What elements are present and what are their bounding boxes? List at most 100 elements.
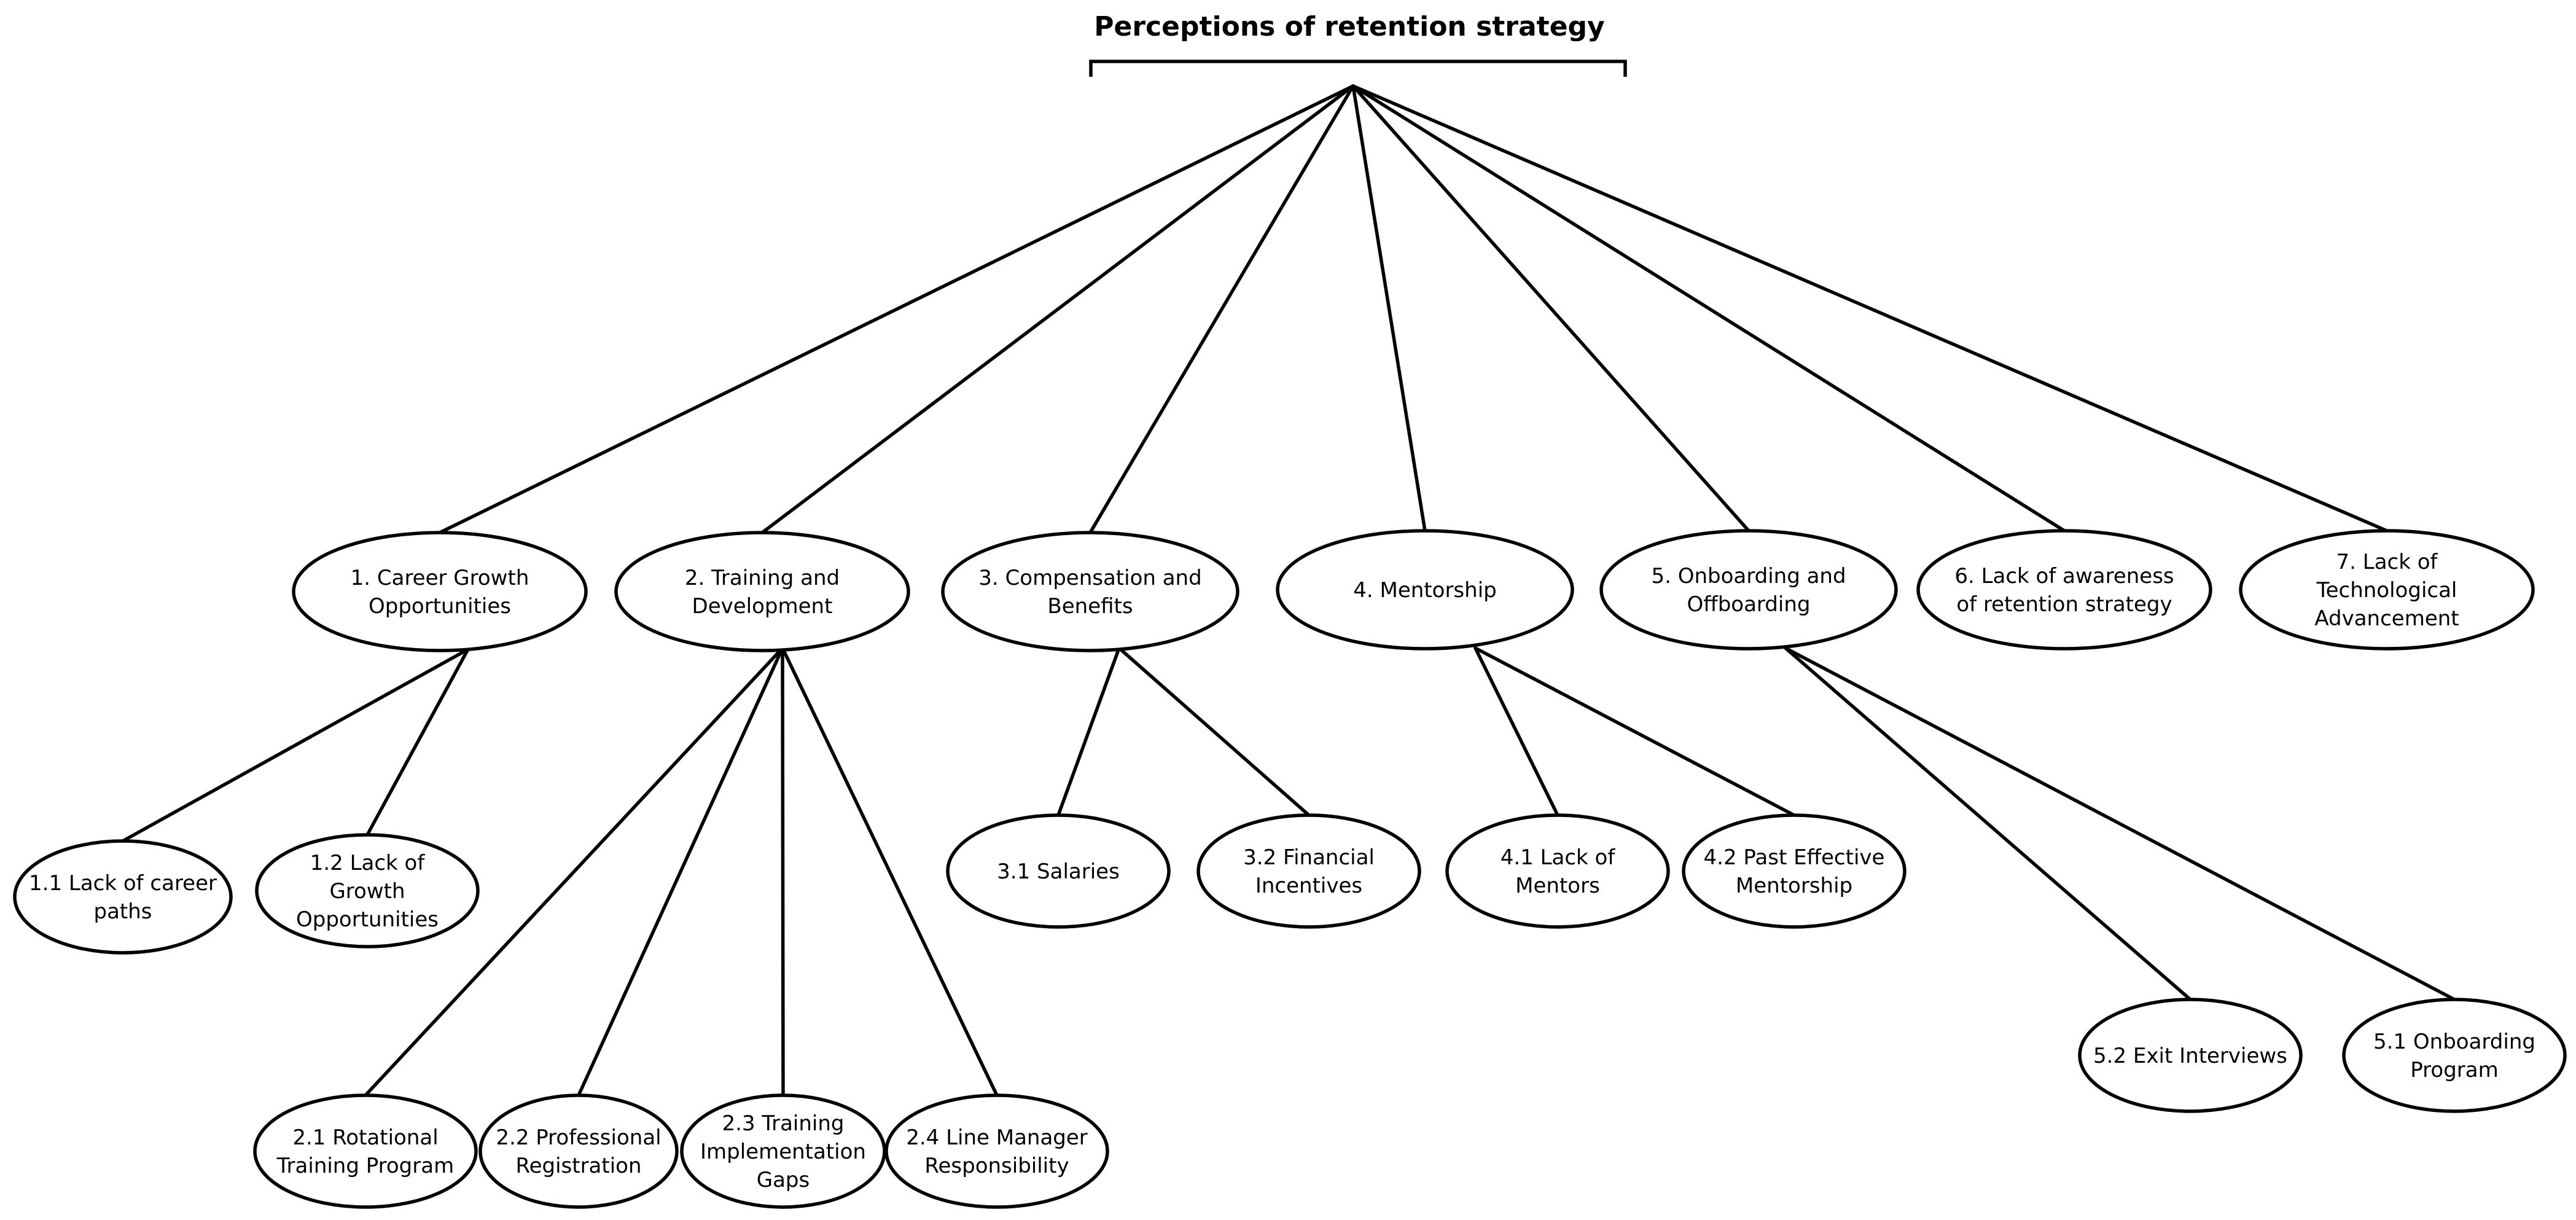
edge-t5-to-s5_1 <box>1784 646 2456 1001</box>
theme-label-line: Advancement <box>2314 606 2459 631</box>
theme-ellipse <box>292 531 588 652</box>
diagram-edges <box>121 84 2456 1097</box>
subtheme-ellipse <box>2078 998 2303 1113</box>
subtheme-label-line: Opportunities <box>296 907 439 932</box>
theme-label-line: 1. Career Growth <box>351 566 529 590</box>
theme-ellipse <box>614 531 910 652</box>
subtheme-ellipse <box>946 813 1171 929</box>
edge-root-to-t3 <box>1088 84 1355 534</box>
subtheme-ellipse <box>680 1093 886 1209</box>
subtheme-ellipse <box>884 1093 1109 1209</box>
edge-t1-to-s1_2 <box>365 647 470 837</box>
subtheme-label-line: 3.2 Financial <box>1243 845 1375 870</box>
theme-label-line: Development <box>692 594 833 619</box>
edge-t1-to-s1_1 <box>121 647 470 843</box>
theme-label-line: Opportunities <box>369 594 511 619</box>
edge-root-to-t7 <box>1351 84 2389 533</box>
edge-t2-to-s2_4 <box>781 646 999 1097</box>
subtheme-label-line: Responsibility <box>924 1154 1069 1178</box>
subtheme-label-line: 2.2 Professional <box>496 1125 661 1150</box>
theme-ellipse <box>1276 529 1574 651</box>
edge-root-to-t2 <box>760 84 1355 534</box>
subtheme-label-line: Training Program <box>276 1154 454 1178</box>
subtheme-label-line: Program <box>2410 1058 2498 1082</box>
subtheme-label-line: 4.2 Past Effective <box>1704 845 1885 870</box>
diagram-title: Perceptions of retention strategy <box>1094 11 1604 42</box>
edge-t3-to-s3_1 <box>1056 646 1121 817</box>
subtheme-label-line: Mentorship <box>1736 874 1852 898</box>
subtheme-label-line: 4.1 Lack of <box>1501 845 1616 870</box>
subtheme-ellipse <box>1445 813 1670 929</box>
subtheme-ellipse <box>1682 813 1907 929</box>
theme-label-line: Benefits <box>1047 594 1133 619</box>
subtheme-label-line: 5.1 Onboarding <box>2373 1030 2535 1054</box>
edge-t4-to-s4_2 <box>1473 646 1796 817</box>
subtheme-label-line: 2.4 Line Manager <box>906 1125 1088 1150</box>
theme-label-line: 5. Onboarding and <box>1651 564 1846 588</box>
subtheme-label-line: Growth <box>329 879 405 904</box>
edge-root-to-t4 <box>1351 84 1427 533</box>
subtheme-label-line: 1.1 Lack of career <box>29 871 217 896</box>
subtheme-label-line: Implementation <box>700 1140 866 1164</box>
theme-label-line: 7. Lack of <box>2336 550 2438 574</box>
edge-root-to-t1 <box>438 84 1355 534</box>
theme-label-line: 2. Training and <box>685 566 840 590</box>
subtheme-ellipse <box>253 1093 478 1209</box>
theme-label-line: of retention strategy <box>1956 592 2172 617</box>
edge-root-to-t5 <box>1351 84 1751 533</box>
theme-node-t6: 6. Lack of awareness of retention strateg… <box>1916 529 2212 651</box>
subtheme-ellipse <box>478 1093 679 1209</box>
edge-t4-to-s4_1 <box>1473 646 1559 817</box>
theme-label-line: 6. Lack of awareness <box>1954 564 2174 588</box>
edge-t2-to-s2_2 <box>577 646 784 1097</box>
theme-label-line: Offboarding <box>1687 592 1811 617</box>
subtheme-ellipse <box>2342 998 2567 1113</box>
edge-root-to-t6 <box>1351 84 2066 533</box>
edge-t2-to-s2_1 <box>364 646 784 1097</box>
subtheme-label-line: Registration <box>515 1154 641 1178</box>
subtheme-label-line: Mentors <box>1515 874 1600 898</box>
theme-label-line: 3. Compensation and <box>978 566 1201 590</box>
subtheme-label-line: Incentives <box>1255 874 1362 898</box>
subtheme-label-line: Gaps <box>757 1168 810 1192</box>
subtheme-node-s4_1: 4.1 Lack of Mentors <box>1445 813 1670 929</box>
title-bracket <box>1089 60 1627 77</box>
edge-t5-to-s5_2 <box>1784 646 2192 1001</box>
subtheme-label-line: 2.1 Rotational <box>292 1125 438 1150</box>
edge-t3-to-s3_2 <box>1117 646 1311 817</box>
theme-label-line: Technological <box>2316 578 2457 603</box>
theme-ellipse <box>1916 529 2212 651</box>
theme-ellipse <box>941 531 1239 652</box>
subtheme-node-s1_1: 1.1 Lack of career paths <box>13 839 233 955</box>
theme-node-t4: 4. Mentorship <box>1276 529 1574 651</box>
subtheme-label-line: 1.2 Lack of <box>310 851 426 875</box>
subtheme-label-line: 5.2 Exit Interviews <box>2093 1044 2287 1068</box>
subtheme-ellipse <box>1196 813 1421 929</box>
subtheme-ellipse <box>13 839 233 955</box>
theme-ellipse <box>2239 529 2535 651</box>
subtheme-label-line: 3.1 Salaries <box>997 859 1120 884</box>
theme-ellipse <box>1599 529 1898 651</box>
subtheme-ellipse <box>255 833 480 948</box>
subtheme-label-line: paths <box>93 899 152 924</box>
theme-label-line: 4. Mentorship <box>1353 578 1496 603</box>
subtheme-node-s5_2: 5.2 Exit Interviews <box>2078 998 2303 1113</box>
subtheme-label-line: 2.3 Training <box>722 1111 844 1136</box>
subtheme-node-s3_1: 3.1 Salaries <box>946 813 1171 929</box>
